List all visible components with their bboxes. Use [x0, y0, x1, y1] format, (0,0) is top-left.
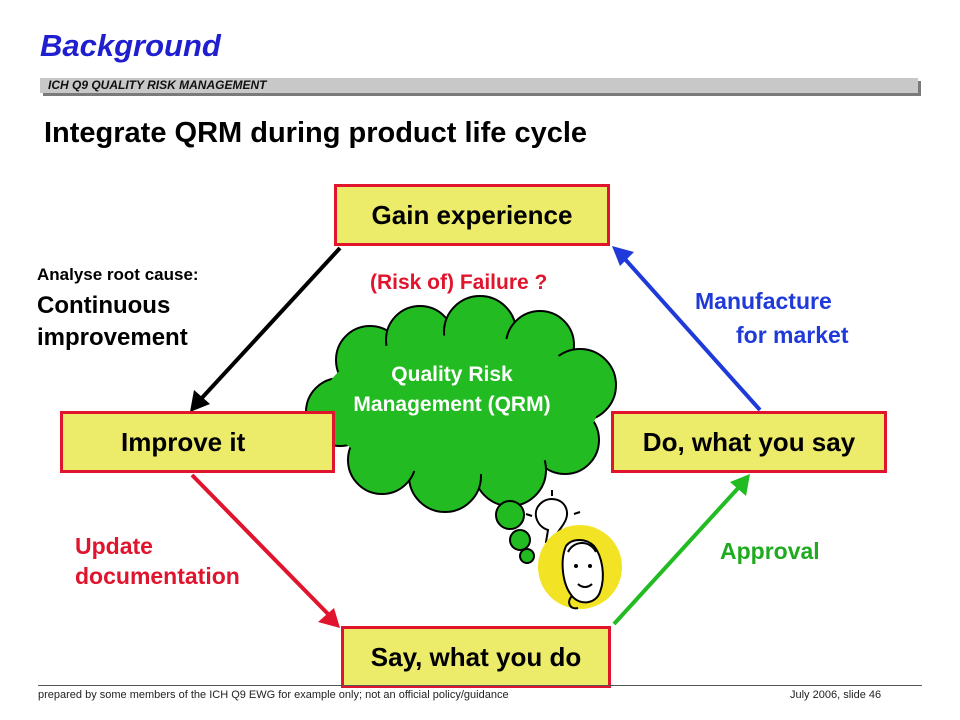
thought-bubbles: [495, 500, 535, 564]
box-say-what-you-do: Say, what you do: [341, 626, 611, 688]
box-improve-label: Improve it: [121, 426, 246, 457]
manufacture-label: Manufacture: [695, 288, 832, 314]
approval-label: Approval: [720, 538, 820, 564]
qrm-cloud-fill: [322, 335, 598, 475]
arrow-improve-to-say: [190, 473, 340, 628]
continuous-improvement-label: Continuous improvement: [37, 292, 188, 351]
box-gain-experience: Gain experience: [334, 184, 610, 246]
cloud-label: Quality Risk Management (QRM): [353, 363, 551, 416]
thinking-person-icon: [538, 525, 622, 610]
failure-label: (Risk of) Failure ?: [370, 271, 548, 294]
header-subtitle: ICH Q9 QUALITY RISK MANAGEMENT: [48, 78, 267, 92]
for-market-label: for market: [736, 322, 849, 348]
section-title: Background: [40, 28, 221, 63]
footer-divider: [38, 685, 922, 686]
analyse-label: Analyse root cause:: [37, 265, 199, 284]
header-bar: [40, 78, 918, 93]
box-do-label: Do, what you say: [642, 426, 856, 457]
slide-heading: Integrate QRM during product life cycle: [44, 117, 588, 149]
footer-disclaimer: prepared by some members of the ICH Q9 E…: [38, 689, 509, 701]
arrow-gain-to-improve: [190, 246, 342, 412]
update-documentation-label: Update documentation: [75, 533, 240, 589]
box-do-what-you-say: Do, what you say: [611, 411, 887, 473]
box-gain-label: Gain experience: [371, 199, 573, 230]
footer-slide-info: July 2006, slide 46: [790, 689, 882, 701]
box-say-label: Say, what you do: [370, 641, 582, 672]
box-improve-it: Improve it: [60, 411, 335, 473]
arrow-say-to-do: [612, 474, 750, 626]
arrow-do-to-gain: [612, 246, 762, 412]
